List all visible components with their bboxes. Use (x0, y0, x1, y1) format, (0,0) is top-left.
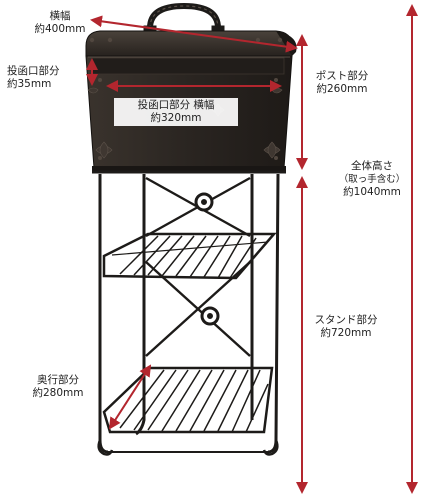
upper-shelf (102, 232, 277, 280)
cross-ornaments (194, 192, 220, 326)
dimension-arrows (86, 4, 418, 494)
stand-part-label: スタンド部分 約720mm (314, 314, 378, 339)
post-part-label: ポスト部分 約260mm (315, 70, 369, 95)
slot-width-label: 投函口部分 横幅 約320mm (114, 98, 238, 126)
width-arrow (90, 15, 298, 53)
depth-arrow (108, 364, 152, 430)
width-label: 横幅 約400mm (34, 10, 86, 35)
depth-label: 奥行部分 約280mm (32, 374, 84, 399)
slot-height-label: 投函口部分 約35mm (4, 64, 63, 92)
total-height-label: 全体高さ （取っ手含む） 約1040mm (338, 160, 406, 198)
